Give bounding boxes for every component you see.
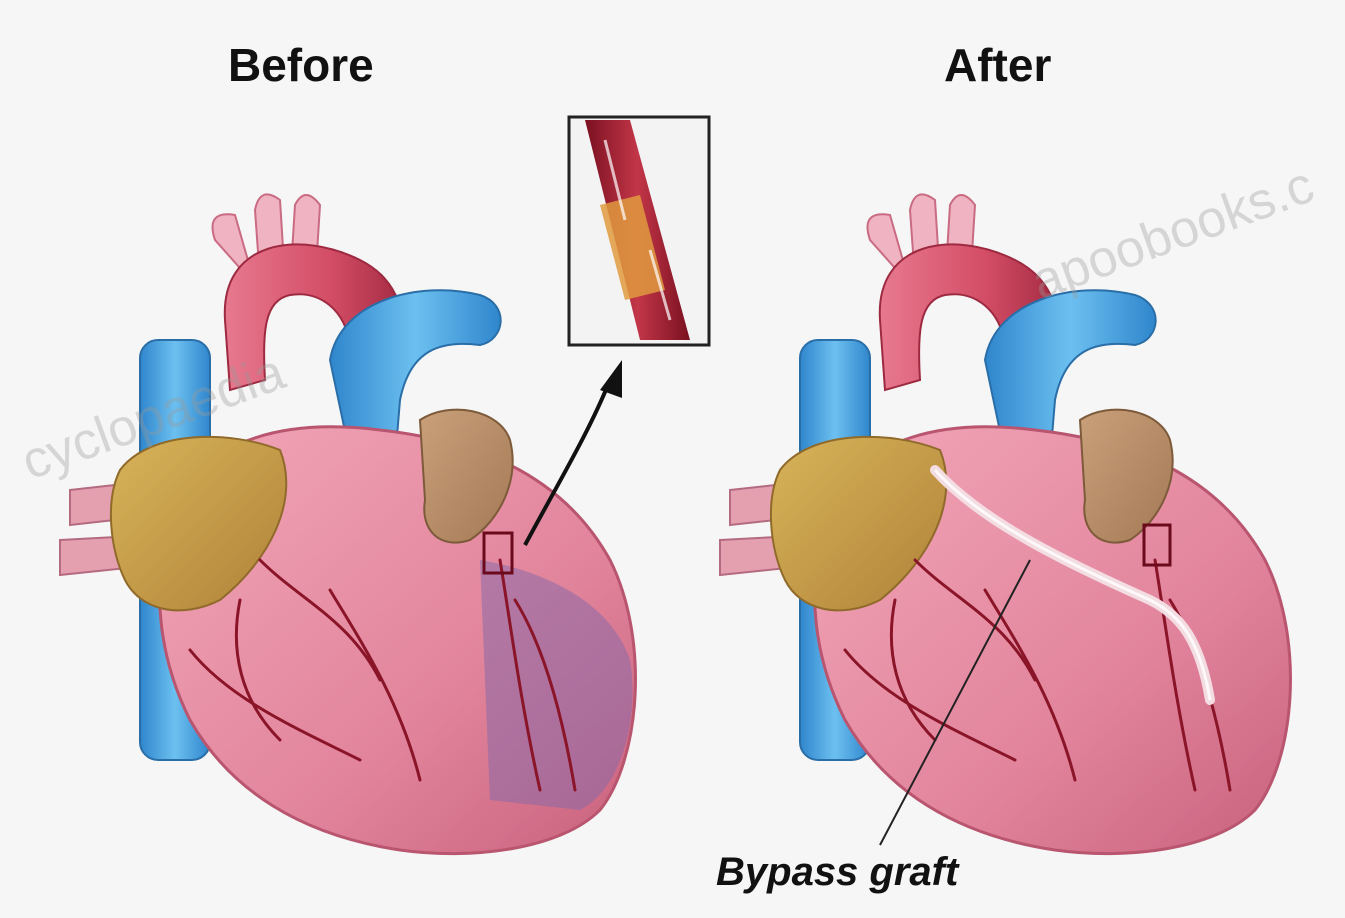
artery-blockage-inset <box>569 117 709 345</box>
bypass-graft-label: Bypass graft <box>716 850 958 895</box>
heart-after <box>720 194 1290 853</box>
heart-before <box>60 194 635 853</box>
watermark-right: apoobooks.c <box>1024 156 1321 311</box>
